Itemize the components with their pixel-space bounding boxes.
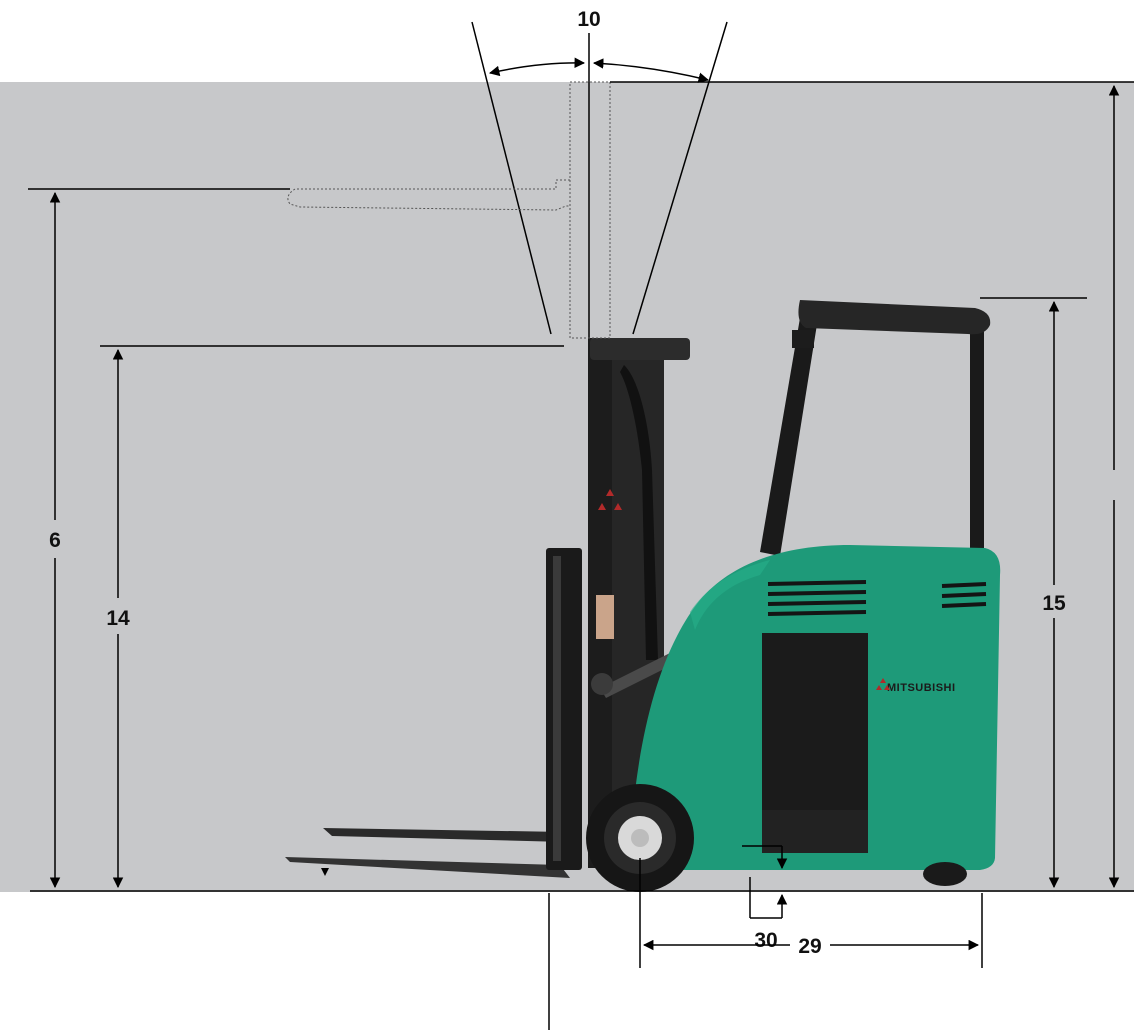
mast-logo-icon [598, 489, 622, 510]
overhead-guard [760, 300, 991, 558]
dimension-label-tilt: 10 [577, 8, 600, 31]
dimension-lowered-mast-height: 14 [100, 345, 564, 889]
dimension-wheelbase: 29 [639, 858, 983, 968]
fork-carriage [546, 548, 582, 870]
dimension-label-overhead-guard-height: 15 [1042, 592, 1066, 615]
truck-body: MITSUBISHI [632, 545, 1001, 886]
front-wheel [586, 784, 694, 892]
raised-fork-outline [287, 81, 611, 339]
dimension-label-ground-clearance: 30 [754, 929, 777, 952]
dimension-max-fork-height: 6 [28, 188, 290, 889]
dimension-ground-clearance: 30 [742, 845, 788, 952]
dimension-overhead-guard-height: 15 [980, 297, 1087, 889]
dimension-label-max-fork-height: 6 [49, 529, 61, 552]
brand-logo-icon [876, 678, 890, 690]
dimension-label-wheelbase: 29 [798, 935, 821, 958]
forklift: MITSUBISHI [285, 300, 1001, 892]
dimension-label-lowered-mast-height: 14 [106, 607, 130, 630]
dimension-tilt-angle: 10 [471, 8, 728, 338]
dimension-overall-raised-height [610, 81, 1134, 889]
brand-logo: MITSUBISHI [887, 682, 956, 694]
warning-decal [596, 595, 614, 639]
body-vents [767, 580, 987, 616]
forks [285, 828, 570, 878]
